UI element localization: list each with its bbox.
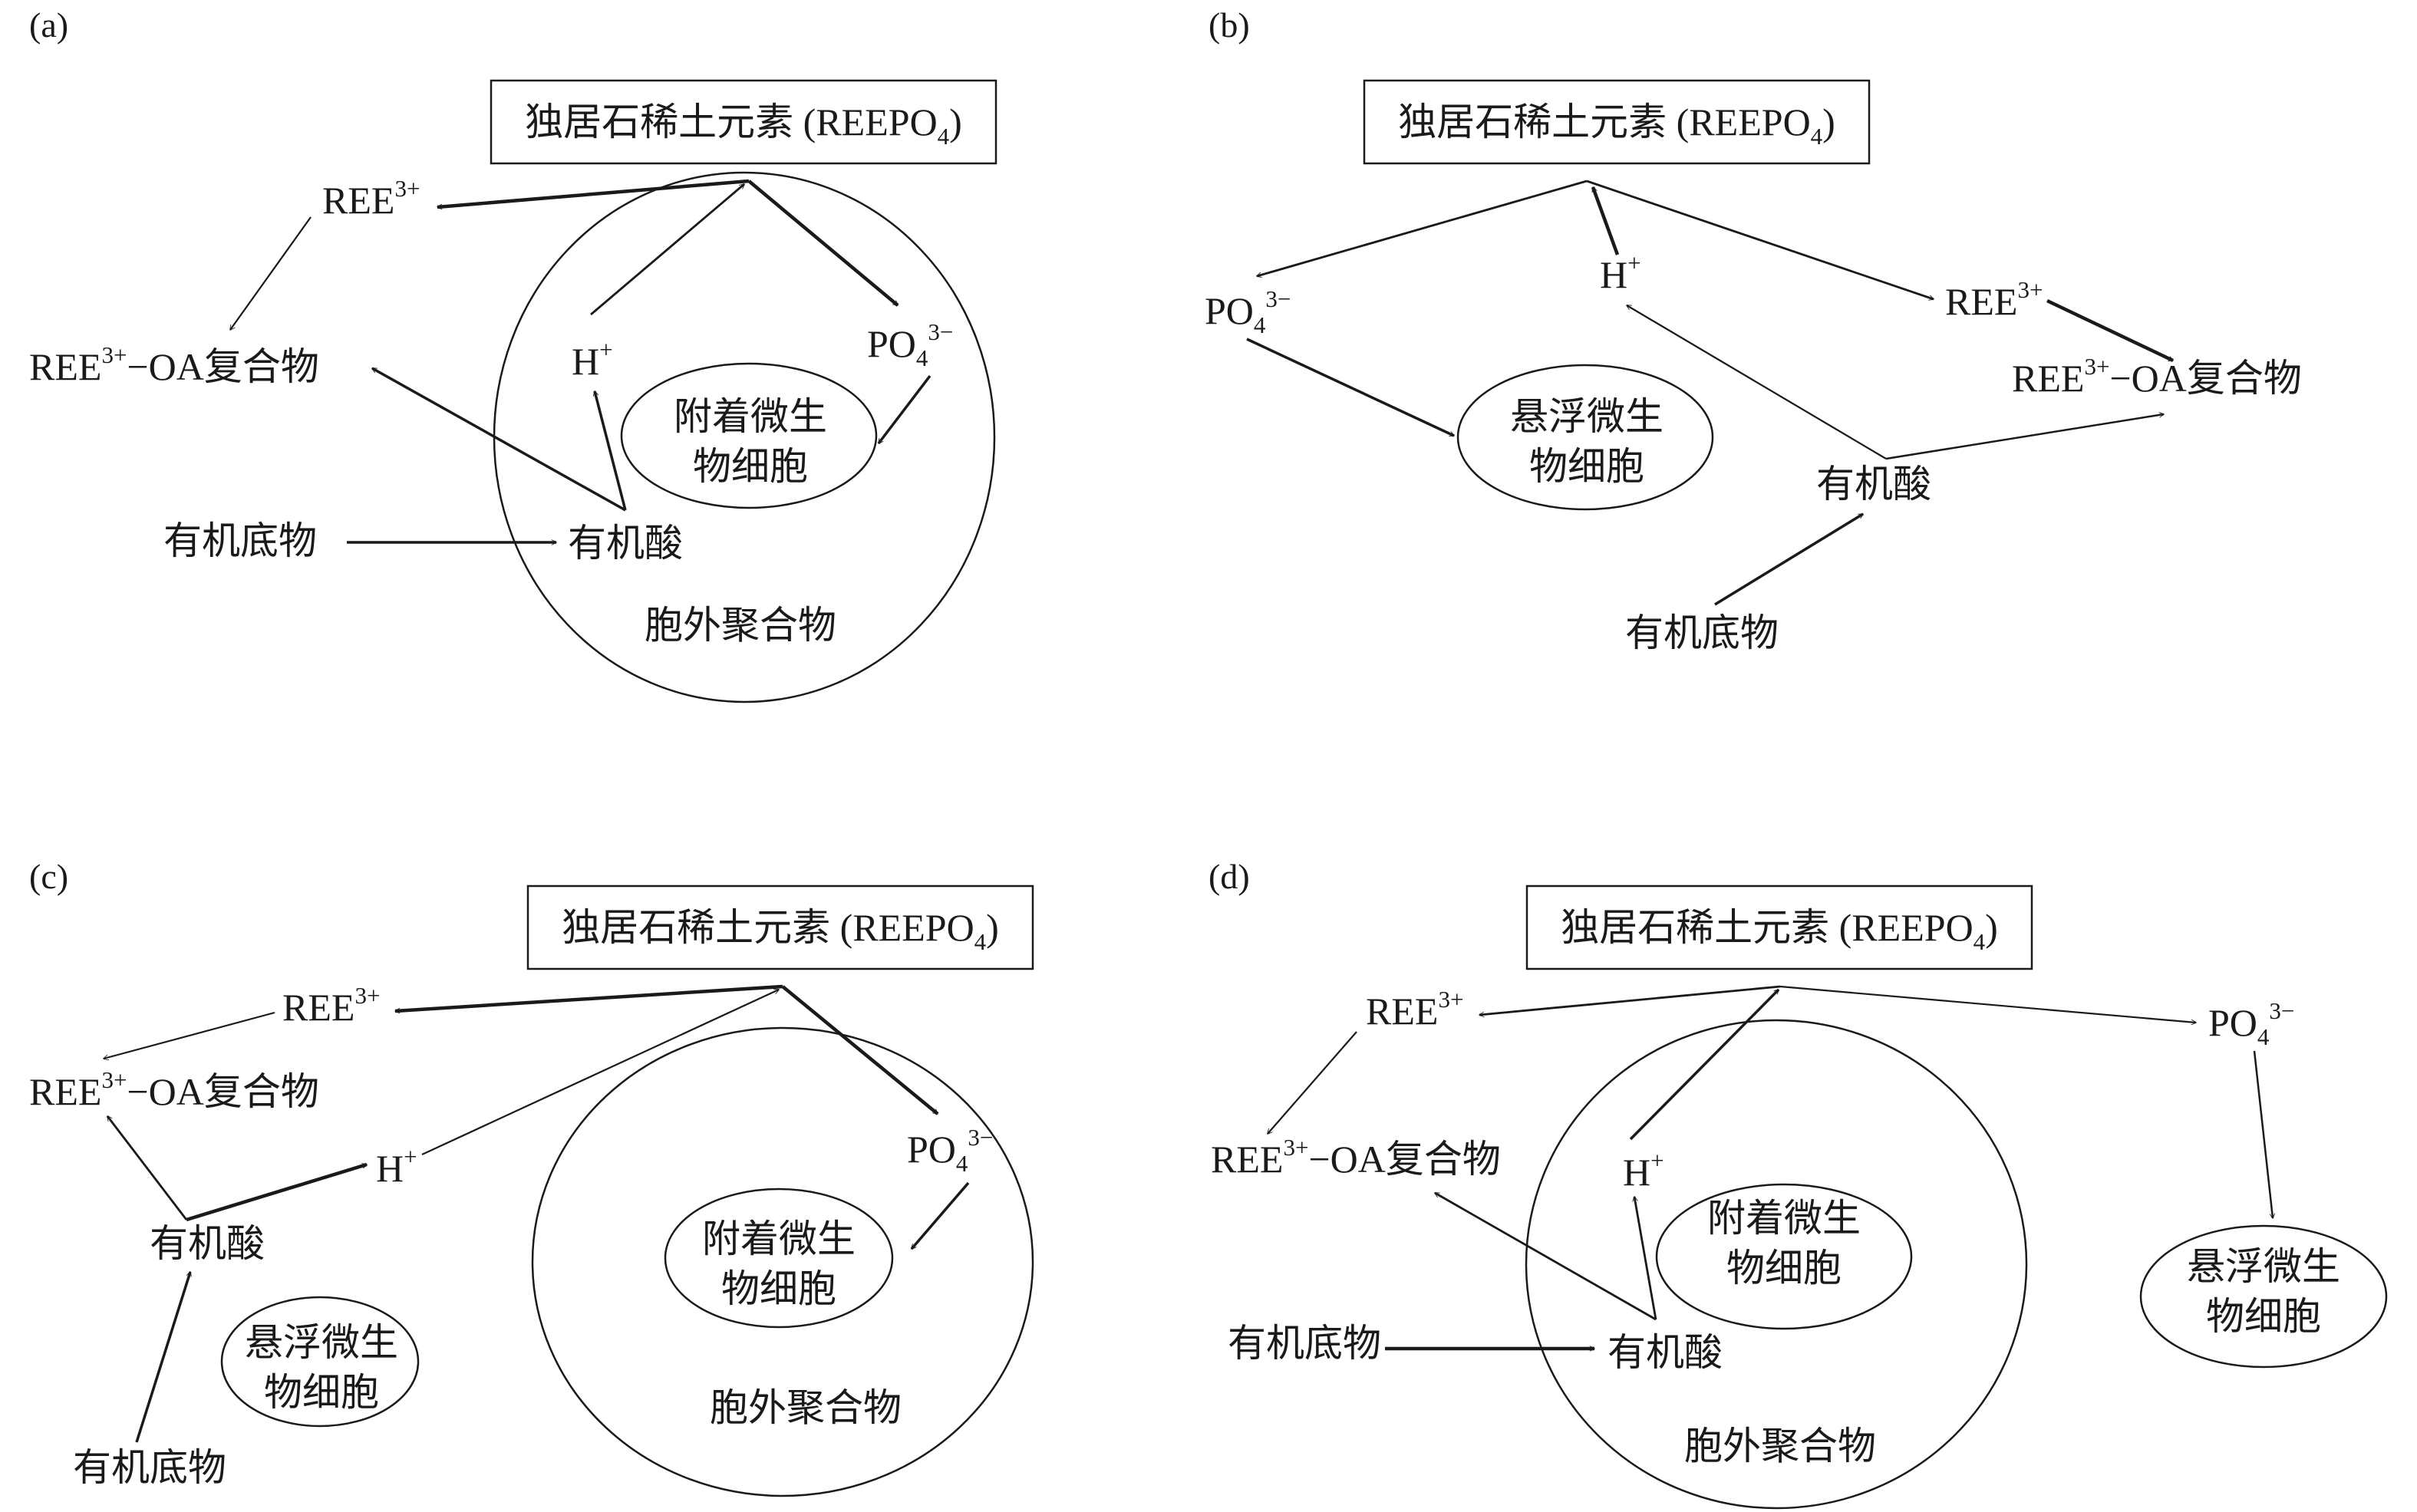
arrow-mineral-to-ree-a [437, 179, 750, 207]
ree-ion-label-d: REE3+ [1366, 986, 1463, 1033]
arrow-acid-to-hplus-a [595, 391, 627, 511]
arrow-phosphate-to-cell-b [1246, 338, 1454, 437]
panel-d: (d) 独居石稀土元素 (REEPO4) REE3+ PO43− REE3+−O… [1208, 857, 2388, 1510]
phosphate-label-c: PO43− [907, 1124, 993, 1177]
arrow-phosphate-to-cell-c [910, 1181, 970, 1249]
ree-oa-complex-label-c: REE3+−OA复合物 [29, 1066, 319, 1113]
arrow-ree-to-complex-a [230, 216, 312, 330]
arrow-hplus-to-mineral-d [1629, 988, 1780, 1141]
cell-label-line2-b: 物细胞 [1529, 445, 1644, 488]
substrate-label-a: 有机底物 [163, 519, 317, 562]
phosphate-label-a: PO43− [867, 318, 953, 371]
mineral-box-c [526, 884, 1034, 970]
arrow-ree-to-complex-c [104, 1011, 275, 1059]
ree-ion-label-c: REE3+ [282, 982, 380, 1029]
acid-label-b: 有机酸 [1816, 463, 1931, 506]
eps-label-a: 胞外聚合物 [645, 604, 836, 647]
hplus-label-c: H+ [376, 1143, 417, 1190]
arrow-phosphate-to-cell-a [877, 374, 932, 443]
arrow-phosphate-to-cell-d [2253, 1050, 2273, 1218]
phosphate-label-b: PO43− [1205, 285, 1291, 338]
cell-label-line2-a: 物细胞 [693, 445, 808, 488]
arrow-acid-to-complex-a [372, 367, 626, 512]
arrow-acid-to-complex-b [1885, 414, 2164, 460]
arrow-mineral-to-phosphate-c [781, 985, 939, 1115]
mineral-box-b [1363, 79, 1871, 165]
substrate-label-d: 有机底物 [1228, 1322, 1381, 1365]
cell-ellipse-a [620, 362, 878, 509]
hplus-label-d: H+ [1623, 1147, 1664, 1194]
panel-a: (a) 独居石稀土元素 (REEPO4) REE3+ REE3+−OA复合物 H… [29, 5, 997, 703]
cell-label-line1-a: 附着微生 [674, 395, 827, 438]
arrow-ree-to-complex-d [1268, 1031, 1357, 1134]
ree-ion-label-a: REE3+ [322, 175, 420, 222]
arrow-acid-to-hplus-b [1627, 305, 1887, 460]
cell-label-line1-b: 悬浮微生 [1510, 395, 1664, 438]
arrow-substrate-to-acid-c [135, 1272, 190, 1443]
arrow-acid-to-hplus-c [186, 1162, 367, 1222]
hplus-label-a: H+ [572, 336, 613, 383]
substrate-label-b: 有机底物 [1625, 611, 1779, 654]
arrow-hplus-to-mineral-c [421, 989, 779, 1155]
ree-oa-complex-label-b: REE3+−OA复合物 [2012, 353, 2302, 400]
arrow-ree-to-complex-b [2046, 298, 2173, 363]
suspended-cell-ellipse-d [2139, 1224, 2388, 1369]
arrow-acid-to-complex-d [1435, 1191, 1657, 1321]
attached-cell-label-line1-d: 附着微生 [1707, 1197, 1861, 1240]
mineral-label-d: 独居石稀土元素 (REEPO4) [1561, 906, 1998, 955]
eps-circle-c [531, 1026, 1034, 1497]
panel-label-b: (b) [1208, 5, 1250, 44]
ree-oa-complex-label-d: REE3+−OA复合物 [1211, 1134, 1501, 1181]
ree-oa-complex-label-a: REE3+−OA复合物 [29, 341, 319, 388]
attached-cell-ellipse-c [664, 1188, 894, 1329]
panel-label-d: (d) [1208, 857, 1250, 896]
attached-cell-label-line2-c: 物细胞 [721, 1267, 836, 1310]
acid-label-c: 有机酸 [150, 1222, 265, 1265]
ree-ion-label-b: REE3+ [1945, 276, 2043, 323]
arrow-mineral-to-ree-b [1586, 180, 1934, 299]
suspended-cell-label-line1-c: 悬浮微生 [245, 1321, 398, 1364]
suspended-cell-ellipse-c [220, 1296, 420, 1428]
suspended-cell-label-line1-d: 悬浮微生 [2187, 1245, 2340, 1288]
arrow-hplus-to-mineral-a [590, 183, 744, 316]
mineral-label-a: 独居石稀土元素 (REEPO4) [525, 100, 962, 150]
substrate-label-c: 有机底物 [73, 1446, 226, 1489]
arrow-mineral-to-phosphate-d [1779, 985, 2196, 1023]
arrow-mineral-to-phosphate-b [1257, 180, 1588, 276]
mineral-box-d [1525, 884, 2033, 970]
panel-label-c: (c) [29, 857, 68, 896]
arrow-mineral-to-ree-c [395, 984, 783, 1011]
panel-b: (b) 独居石稀土元素 (REEPO4) PO43− H+ REE3+ REE3… [1205, 5, 2302, 654]
acid-label-a: 有机酸 [568, 522, 683, 565]
arrow-mineral-to-ree-d [1479, 985, 1781, 1015]
arrow-mineral-to-phosphate-a [747, 180, 899, 307]
arrow-substrate-to-acid-b [1714, 512, 1863, 606]
attached-cell-label-line1-c: 附着微生 [702, 1217, 856, 1260]
panel-c: (c) 独居石稀土元素 (REEPO4) REE3+ REE3+−OA复合物 H… [29, 857, 1034, 1497]
suspended-cell-label-line2-d: 物细胞 [2206, 1295, 2321, 1338]
mineral-label-c: 独居石稀土元素 (REEPO4) [562, 906, 999, 955]
attached-cell-label-line2-d: 物细胞 [1726, 1247, 1842, 1290]
cell-ellipse-b [1456, 364, 1714, 511]
panel-label-a: (a) [29, 5, 68, 44]
arrow-hplus-to-mineral-b [1591, 187, 1620, 255]
acid-label-d: 有机酸 [1607, 1331, 1723, 1374]
phosphate-label-d: PO43− [2208, 997, 2294, 1050]
eps-circle-d [1525, 1019, 2028, 1510]
eps-label-c: 胞外聚合物 [710, 1386, 902, 1429]
attached-cell-ellipse-d [1655, 1183, 1913, 1330]
eps-label-d: 胞外聚合物 [1684, 1425, 1876, 1468]
suspended-cell-label-line2-c: 物细胞 [264, 1371, 379, 1414]
mineral-label-b: 独居石稀土元素 (REEPO4) [1398, 100, 1835, 150]
arrow-acid-to-hplus-d [1634, 1197, 1657, 1320]
arrow-acid-to-complex-c [106, 1116, 188, 1220]
mineral-box-a [490, 79, 997, 165]
hplus-label-b: H+ [1600, 249, 1641, 296]
